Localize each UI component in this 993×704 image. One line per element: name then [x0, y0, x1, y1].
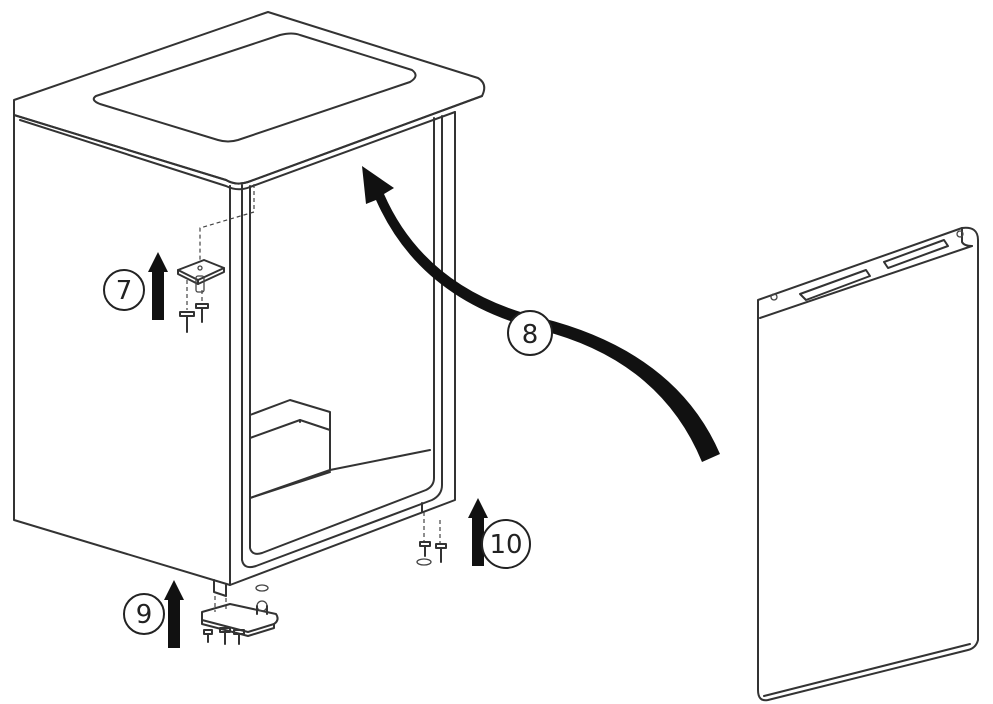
step-label-9: 9: [136, 600, 153, 630]
step-callout-8: 8: [507, 310, 553, 356]
step-callout-10: 10: [481, 519, 531, 569]
refrigerator-door: [757, 226, 979, 702]
bottom-hinge-assembly: [201, 584, 279, 645]
step-label-8: 8: [522, 320, 539, 350]
screw: [195, 303, 209, 323]
fridge-cabinet: [13, 11, 486, 597]
step-callout-9: 9: [123, 593, 165, 635]
foot-screws: [416, 512, 447, 566]
arrow-step-7: [148, 252, 168, 320]
arrow-step-9: [164, 580, 184, 648]
top-hinge-assembly: [177, 184, 255, 333]
step-label-10: 10: [489, 530, 522, 560]
step-label-7: 7: [116, 276, 133, 306]
step-callout-7: 7: [103, 269, 145, 311]
screw: [179, 311, 195, 333]
